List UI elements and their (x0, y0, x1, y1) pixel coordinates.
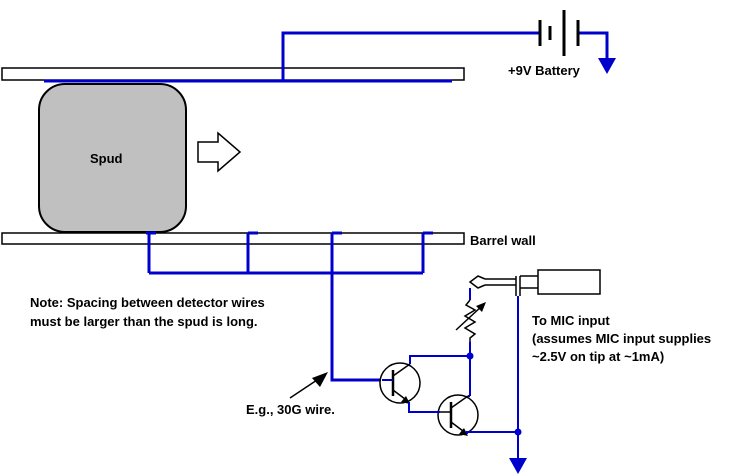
battery-label: +9V Battery (508, 63, 581, 78)
variable-resistor (455, 299, 486, 342)
spud (38, 83, 187, 233)
barrel-wall-top (1, 67, 465, 81)
motion-arrow-icon (197, 131, 242, 173)
mic-label-line-3: ~2.5V on tip at ~1mA) (532, 349, 664, 364)
junction-dot-resistor (466, 352, 474, 360)
mic-plug (468, 269, 601, 296)
transistor-1 (379, 362, 421, 404)
barrel-wall-label: Barrel wall (470, 233, 536, 248)
ground-arrow-bottom-icon (509, 458, 527, 474)
ground-arrow-icon (598, 58, 616, 74)
mic-label-line-2: (assumes MIC input supplies (532, 331, 711, 346)
spud-label: Spud (90, 151, 123, 166)
note-line-2: must be larger than the spud is long. (30, 314, 258, 329)
note-line-1: Note: Spacing between detector wires (30, 295, 265, 310)
detector-wires (146, 231, 433, 382)
top-conductor-wires (44, 31, 609, 83)
wire-pointer-arrow-icon (289, 372, 328, 399)
mic-label-line-1: To MIC input (532, 313, 610, 328)
junction-dot-ground (514, 428, 522, 436)
transistor-2 (437, 394, 479, 436)
wire-example-label: E.g., 30G wire. (246, 402, 335, 417)
barrel-wall-bottom (1, 232, 465, 245)
battery-symbol (538, 10, 580, 56)
